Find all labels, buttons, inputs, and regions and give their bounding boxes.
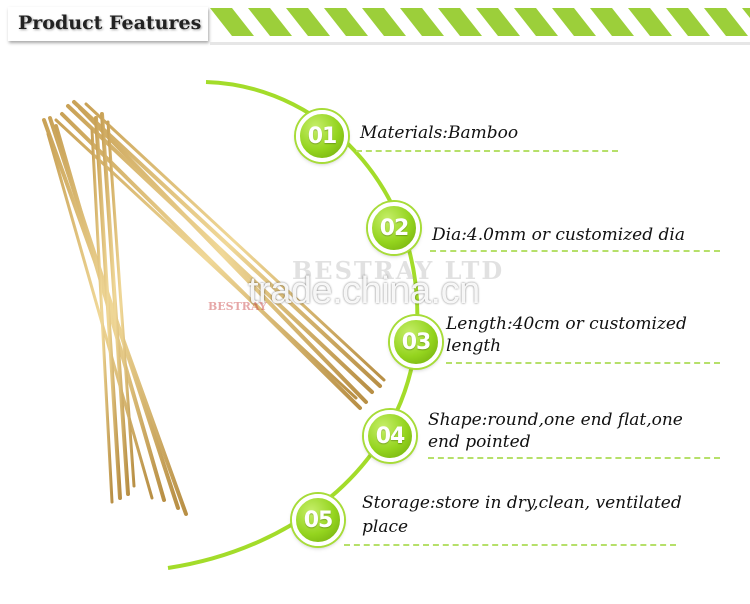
section-header: Product Features — [0, 0, 750, 50]
feature-badge-05: 05 — [292, 494, 344, 546]
section-title: Product Features — [18, 12, 202, 34]
feature-text-01: Materials:Bamboo — [360, 123, 519, 143]
feature-text-04-line1: Shape:round,one end flat,one — [428, 410, 683, 430]
feature-divider-05 — [344, 544, 676, 546]
watermark-brand: BESTRAY LTD — [292, 256, 505, 285]
header-underline — [210, 42, 750, 45]
feature-divider-01 — [356, 150, 618, 152]
watermark-small: BESTRAY — [208, 300, 267, 313]
feature-text-03-line2: length — [446, 336, 502, 356]
feature-badge-02: 02 — [368, 202, 420, 254]
feature-text-05-line2: place — [362, 517, 409, 537]
watermark-main: trade.china.cn — [248, 270, 480, 312]
feature-text-02: Dia:4.0mm or customized dia — [432, 225, 685, 245]
feature-divider-02 — [430, 250, 720, 252]
feature-divider-03 — [446, 362, 720, 364]
title-box — [8, 7, 208, 41]
feature-text-05-line1: Storage:store in dry,clean, ventilated — [362, 493, 682, 513]
feature-text-04-line2: end pointed — [428, 432, 531, 452]
feature-text-03-line1: Length:40cm or customized — [446, 314, 687, 334]
feature-divider-04 — [428, 457, 720, 459]
feature-badge-04: 04 — [364, 410, 416, 462]
feature-badge-03: 03 — [390, 316, 442, 368]
feature-badge-01: 01 — [296, 110, 348, 162]
stripe-banner — [210, 8, 750, 36]
